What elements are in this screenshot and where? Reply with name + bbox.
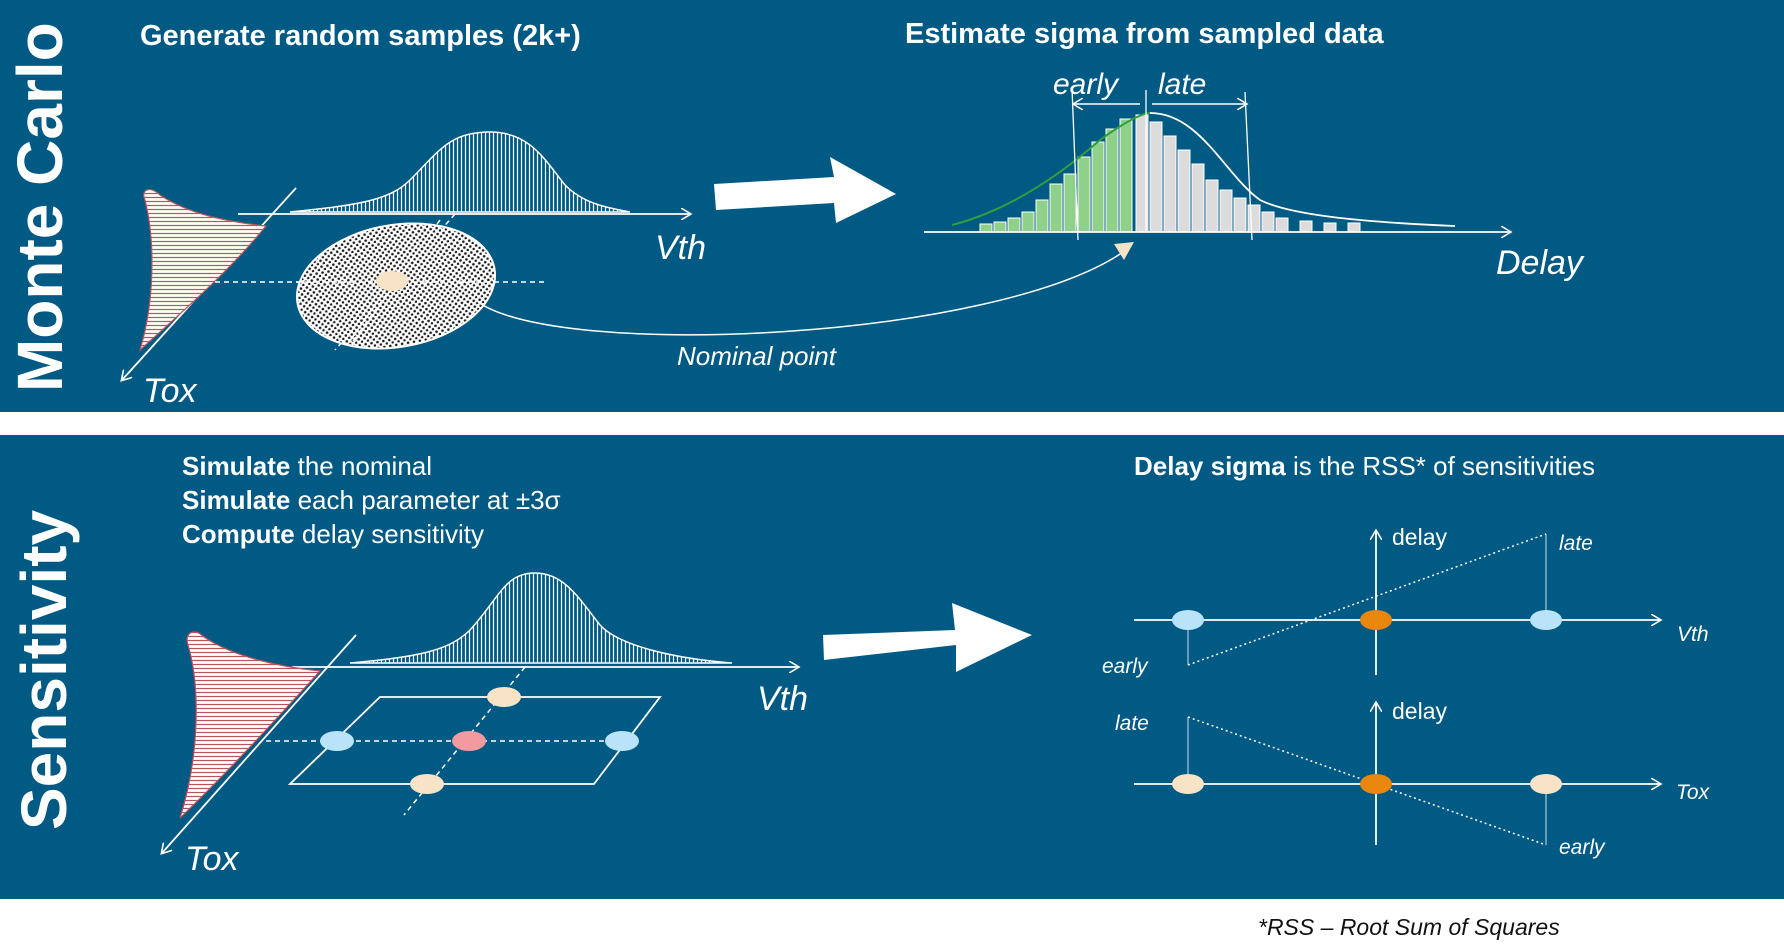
histogram-bar-late: [1247, 204, 1261, 233]
histogram-bar-early: [1007, 217, 1021, 233]
histogram-bar-late: [1299, 220, 1313, 233]
rss-footnote: *RSS – Root Sum of Squares: [1258, 914, 1560, 940]
generate-samples-heading: Generate random samples (2k+): [140, 20, 581, 52]
histogram-bar-late: [1163, 135, 1177, 233]
mc-early-label: early: [1053, 68, 1119, 101]
mc-vth-label: Vth: [655, 229, 707, 267]
sens-nominal-point: [452, 731, 486, 751]
histogram-bar-early: [1021, 211, 1035, 233]
sens-tox-label: Tox: [185, 840, 239, 878]
sens-vth-distribution-icon: [349, 572, 733, 664]
mc-nominal-point: [376, 271, 408, 291]
tox-plus-point: [487, 687, 521, 707]
tox-late-point: [1172, 774, 1204, 794]
step-3-text: Compute delay sensitivity: [182, 519, 484, 549]
histogram-bar-late: [1323, 222, 1337, 233]
histogram-bar-late: [1233, 197, 1247, 233]
vth-sensitivity-plot: [1134, 531, 1660, 675]
mc-big-arrow-icon: [714, 157, 896, 223]
rss-heading: Delay sigma is the RSS* of sensitivities: [1134, 451, 1595, 481]
histogram-bar-late: [1261, 211, 1275, 233]
mc-tox-label: Tox: [143, 372, 197, 410]
histogram-bar-early: [1091, 141, 1105, 233]
mc-delay-label: Delay: [1496, 244, 1583, 282]
plot-vth-x-label: Vth: [1677, 623, 1709, 646]
histogram-bar-late: [1275, 217, 1289, 233]
monte-carlo-panel: Monte Carlo Generate random samples (2k+…: [0, 0, 1784, 412]
step-2-text: Simulate each parameter at ±3σ: [182, 485, 561, 515]
vth-early-point: [1172, 610, 1204, 630]
sampling-plane: [287, 696, 662, 785]
vth-plus-point: [605, 731, 639, 751]
histogram-bar-late: [1177, 149, 1191, 233]
vth-nominal-point: [1360, 610, 1392, 630]
histogram-bar-late: [1149, 121, 1163, 233]
plot-tox-y-label: delay: [1392, 698, 1447, 724]
sens-big-arrow-icon: [823, 603, 1032, 672]
plot-tox-x-label: Tox: [1676, 781, 1710, 804]
histogram-bar-early: [1049, 183, 1063, 233]
histogram-bar-late: [1191, 163, 1205, 233]
sens-tox-distribution-icon: [179, 631, 322, 819]
histogram-bar-early: [979, 223, 993, 233]
histogram-bar-early: [993, 221, 1007, 233]
histogram-bar-early: [1035, 199, 1049, 233]
sens-tox-axis: [162, 634, 357, 853]
tox-nominal-point: [1360, 774, 1392, 794]
histogram-bar-early: [1063, 173, 1077, 233]
tox-sensitivity-plot: [1134, 703, 1660, 846]
vth-late-point: [1530, 610, 1562, 630]
plot-tox-early-label: early: [1559, 836, 1605, 859]
nominal-arrowhead-icon: [1114, 242, 1134, 260]
mc-late-label: late: [1158, 68, 1207, 101]
plot-vth-y-label: delay: [1392, 524, 1447, 550]
sensitivity-panel: Sensitivity Simulate the nominal Simulat…: [0, 435, 1784, 899]
vth-distribution-icon: [289, 131, 631, 213]
histogram-bar-late: [1347, 222, 1361, 233]
histogram-bar-early: [1105, 128, 1119, 233]
tox-minus-point: [410, 774, 444, 794]
plot-tox-late-label: late: [1115, 712, 1149, 735]
estimate-sigma-heading: Estimate sigma from sampled data: [905, 18, 1384, 50]
sens-vth-label: Vth: [757, 680, 809, 718]
nominal-point-label: Nominal point: [677, 341, 836, 371]
tox-distribution-icon: [138, 188, 268, 352]
histogram-bar-late: [1205, 179, 1219, 233]
tox-early-point: [1530, 774, 1562, 794]
histogram-bar-early: [1119, 118, 1133, 233]
step-1-text: Simulate the nominal: [182, 451, 433, 481]
histogram-bar-early: [1077, 156, 1091, 233]
monte-carlo-diagram: [0, 87, 1784, 412]
plot-vth-late-label: late: [1559, 532, 1593, 555]
vth-minus-point: [320, 731, 354, 751]
delay-histogram: [979, 114, 1361, 233]
plot-vth-early-label: early: [1102, 655, 1148, 678]
sensitivity-diagram: [0, 435, 1784, 899]
histogram-bar-late: [1219, 189, 1233, 233]
